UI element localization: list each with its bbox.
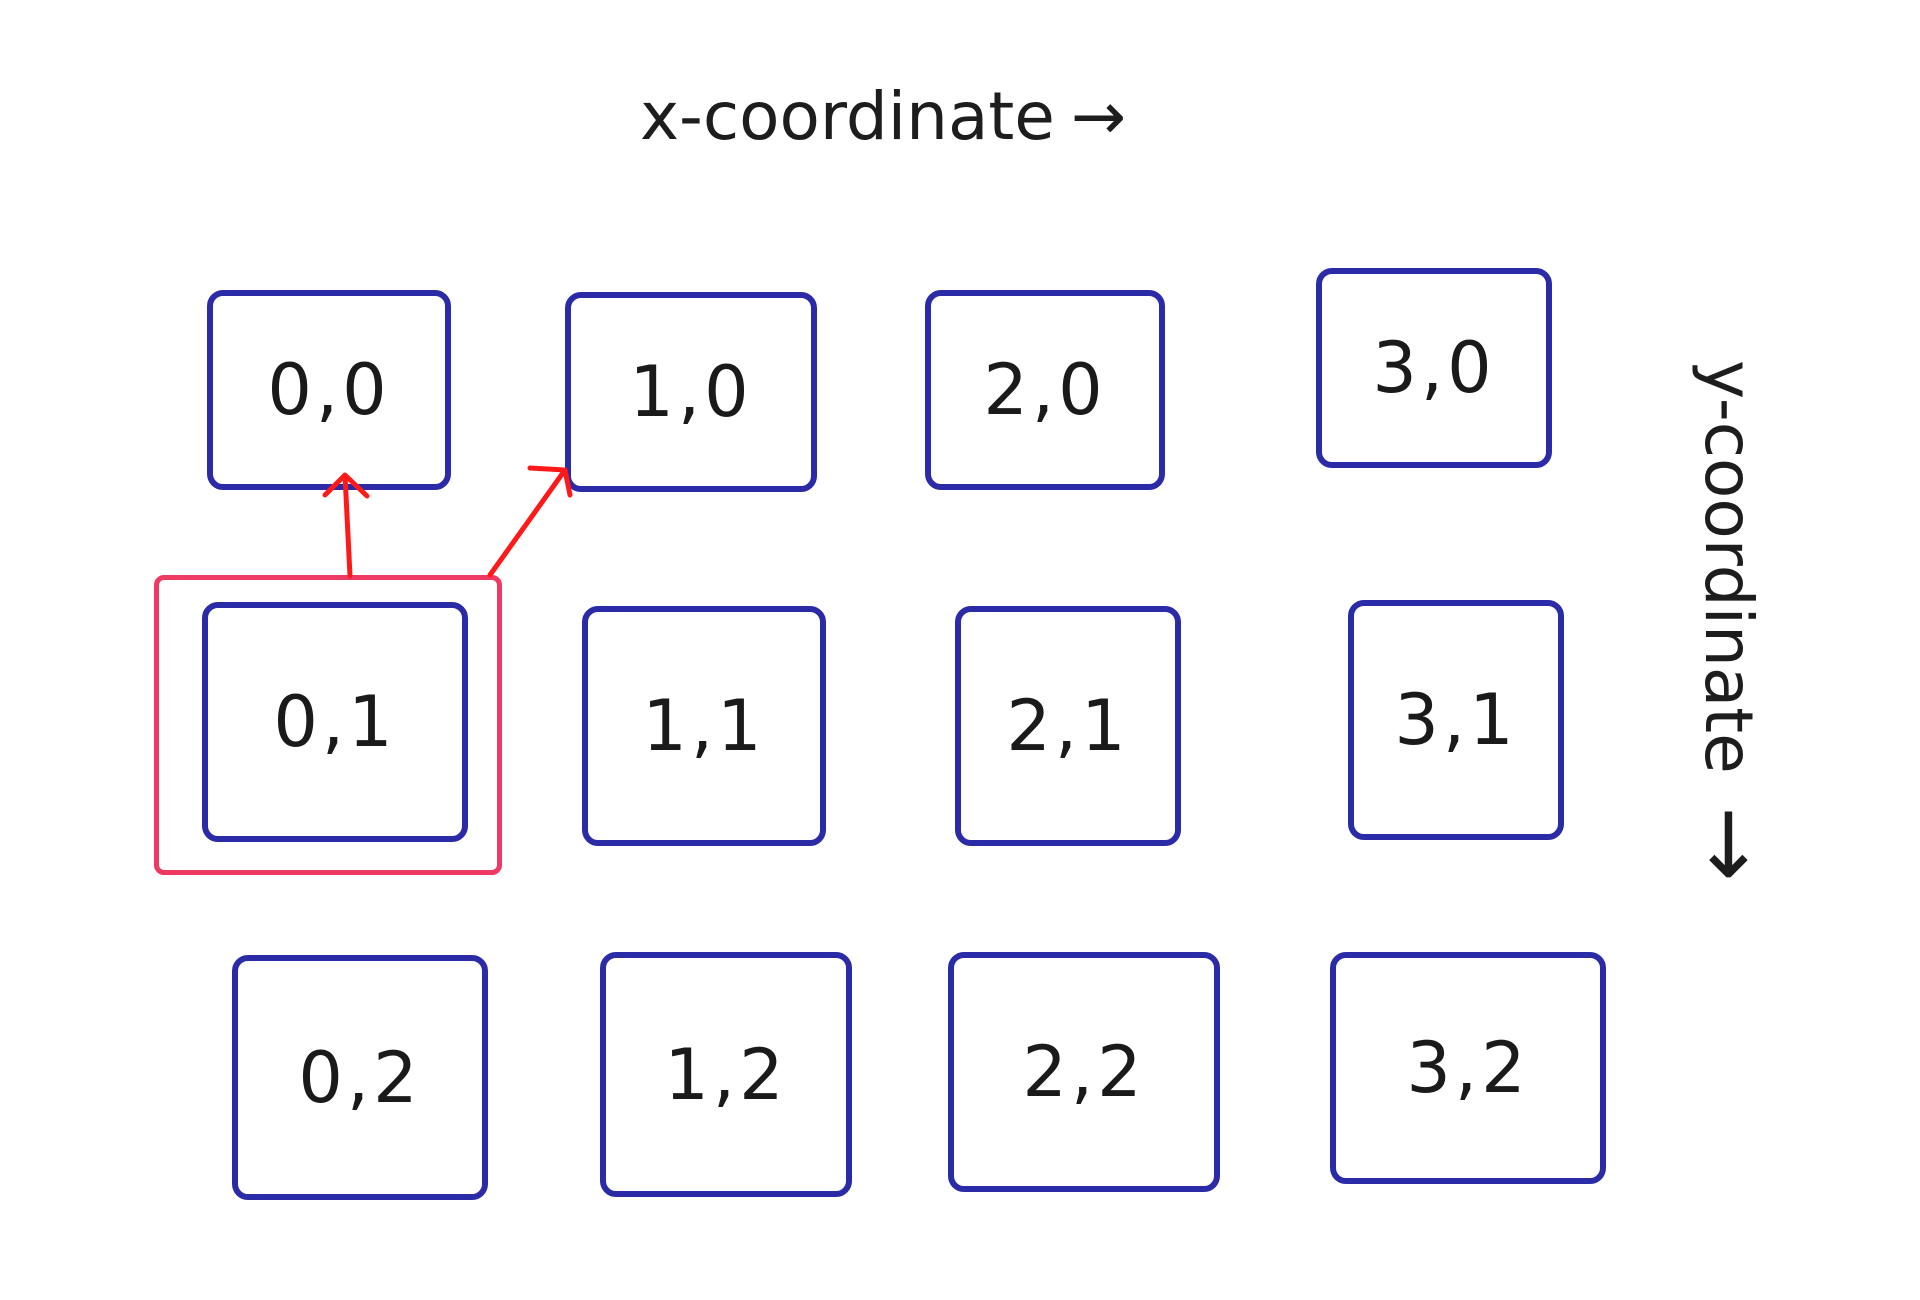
cell-label: 1,0 [629, 351, 753, 433]
y-axis-label: y-coordinate ↓ [1690, 360, 1767, 899]
y-axis-label-text: y-coordinate [1690, 360, 1767, 774]
arrow-up-icon [322, 472, 370, 579]
cell-label: 1,1 [642, 685, 766, 767]
cell-label: 2,2 [1022, 1031, 1146, 1113]
grid-cell-1-0: 1,0 [565, 292, 817, 492]
grid-cell-2-1: 2,1 [955, 606, 1181, 846]
x-axis-label: x-coordinate → [640, 78, 1126, 155]
cell-label: 0,2 [298, 1036, 422, 1119]
grid-cell-2-0: 2,0 [925, 290, 1165, 490]
arrow-diagonal-icon [487, 465, 573, 578]
grid-cell-0-1: 0,1 [202, 602, 468, 842]
grid-cell-1-2: 1,2 [600, 952, 852, 1197]
cell-label: 3,0 [1372, 327, 1496, 409]
grid-cell-3-2: 3,2 [1330, 952, 1606, 1184]
cell-label: 1,2 [664, 1033, 788, 1116]
grid-cell-2-2: 2,2 [948, 952, 1220, 1192]
cell-label: 2,0 [983, 349, 1107, 431]
grid-cell-1-1: 1,1 [582, 606, 826, 846]
cell-label: 0,1 [273, 681, 397, 763]
cell-label: 3,1 [1394, 679, 1518, 761]
right-arrow-icon: → [1070, 78, 1127, 155]
cell-label: 0,0 [267, 349, 391, 431]
cell-label: 2,1 [1006, 685, 1130, 767]
grid-cell-0-2: 0,2 [232, 955, 488, 1200]
grid-cell-3-1: 3,1 [1348, 600, 1564, 840]
cell-label: 3,2 [1406, 1027, 1530, 1109]
grid-cell-0-0: 0,0 [207, 290, 451, 490]
highlight-box [154, 575, 502, 875]
down-arrow-icon: ↓ [1690, 793, 1767, 899]
grid-cell-3-0: 3,0 [1316, 268, 1552, 468]
x-axis-label-text: x-coordinate [640, 78, 1055, 155]
